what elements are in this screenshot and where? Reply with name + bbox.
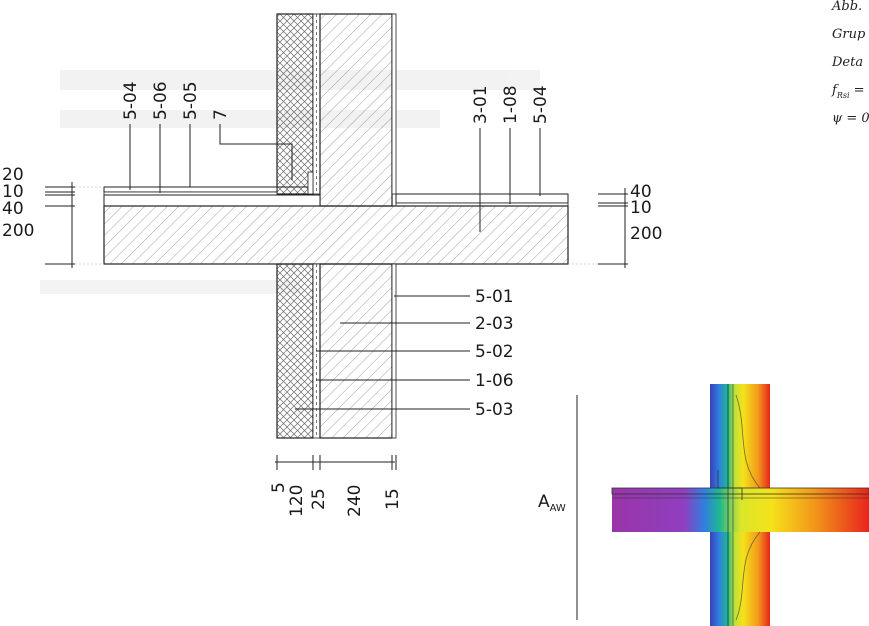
right-dim-40: 40: [630, 182, 652, 202]
right-dim-200: 200: [630, 224, 662, 244]
bottom-dim-25: 25: [309, 488, 329, 510]
bottom-dim-15: 15: [383, 488, 403, 510]
left-dim-40: 40: [2, 199, 24, 219]
top-left-leaders: [129, 124, 293, 193]
label-7: 7: [211, 109, 231, 120]
label-1-06: 1-06: [475, 371, 514, 391]
right-dimension-chain: [568, 188, 628, 268]
left-dim-20: 20: [2, 165, 24, 185]
label-1-08: 1-08: [501, 85, 521, 124]
figure-caption: Abb. Grup Deta fRsi = ψ = 0: [831, 0, 869, 126]
bottom-dim-120: 120: [287, 485, 307, 517]
upper-wall: [276, 13, 397, 207]
caption-line-3: Deta: [831, 55, 863, 70]
left-dimension-chain: [45, 182, 104, 268]
caption-line-1: Abb.: [831, 0, 862, 14]
bottom-dim-240: 240: [345, 485, 365, 517]
label-5-01: 5-01: [475, 287, 514, 307]
thermal-simulation: AAW: [538, 384, 869, 626]
left-dim-200: 200: [2, 221, 34, 241]
right-dim-10: 10: [630, 198, 652, 218]
bottom-dim-5: 5: [269, 482, 289, 493]
caption-line-2: Grup: [832, 27, 866, 42]
label-2-03: 2-03: [475, 314, 514, 334]
caption-line-5: ψ = 0: [832, 111, 869, 126]
label-5-04-left: 5-04: [121, 81, 141, 120]
label-5-06: 5-06: [151, 81, 171, 120]
label-5-04-right: 5-04: [531, 85, 551, 124]
floor-slab: [103, 171, 569, 265]
bottom-dimension-chain: [275, 455, 397, 470]
side-leaders: [295, 295, 470, 410]
caption-line-4: fRsi =: [831, 83, 865, 100]
top-right-leaders: [479, 128, 541, 232]
label-5-03: 5-03: [475, 400, 514, 420]
left-dim-10: 10: [2, 182, 24, 202]
thermal-area-label: AAW: [538, 492, 566, 514]
label-3-01: 3-01: [471, 85, 491, 124]
label-5-02: 5-02: [475, 342, 514, 362]
label-5-05: 5-05: [181, 81, 201, 120]
